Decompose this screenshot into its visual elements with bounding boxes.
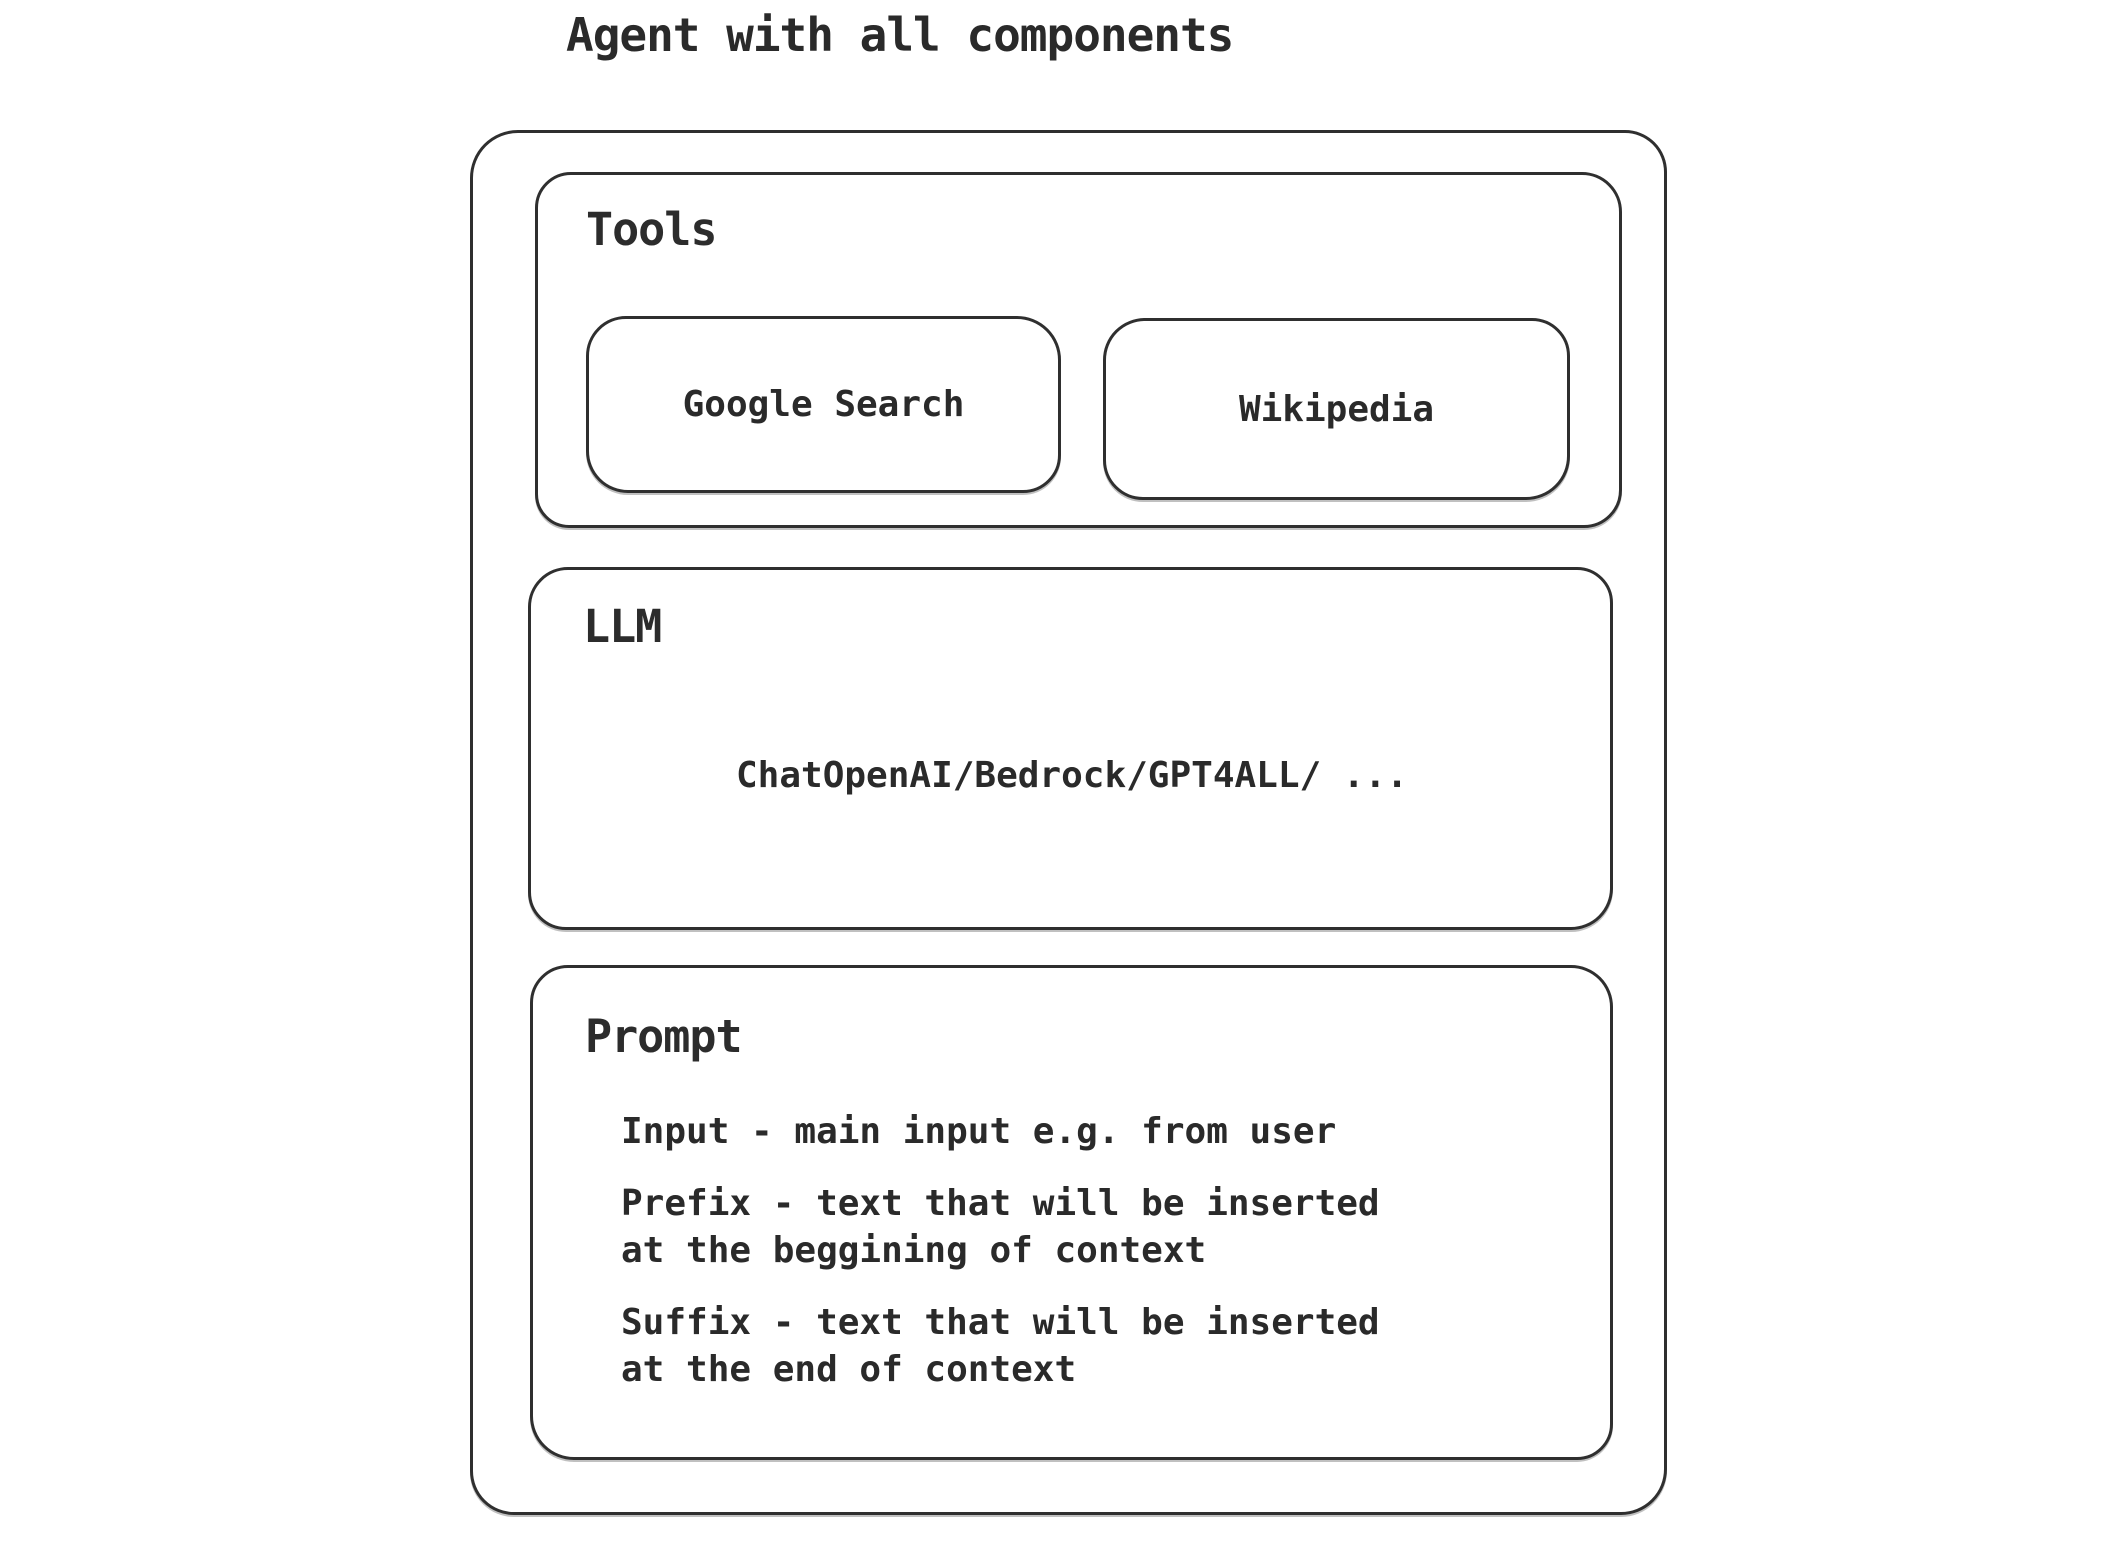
prompt-line: at the beggining of context bbox=[621, 1230, 1207, 1271]
llm-box: LLM ChatOpenAI/Bedrock/GPT4ALL/ ... bbox=[528, 567, 1613, 930]
tool-wikipedia-box: Wikipedia bbox=[1103, 318, 1570, 500]
prompt-entry-input: Input - main input e.g. from user bbox=[621, 1108, 1461, 1155]
prompt-label: Prompt bbox=[585, 1010, 743, 1063]
tools-box: Tools Google Search Wikipedia bbox=[535, 172, 1622, 528]
prompt-line: Input - main input e.g. from user bbox=[621, 1111, 1337, 1152]
diagram-title: Agent with all components bbox=[566, 8, 1234, 62]
prompt-entry-prefix: Prefix - text that will be inserted at t… bbox=[621, 1180, 1461, 1274]
tool-google-search-label: Google Search bbox=[682, 384, 965, 425]
tools-label: Tools bbox=[586, 203, 717, 256]
llm-label: LLM bbox=[583, 600, 662, 653]
prompt-line: Prefix - text that will be inserted bbox=[621, 1183, 1380, 1224]
llm-models-text: ChatOpenAI/Bedrock/GPT4ALL/ ... bbox=[736, 755, 1408, 796]
prompt-line: at the end of context bbox=[621, 1349, 1077, 1390]
tool-google-search-box: Google Search bbox=[586, 316, 1061, 493]
prompt-line: Suffix - text that will be inserted bbox=[621, 1302, 1380, 1343]
prompt-body: Input - main input e.g. from user Prefix… bbox=[621, 1108, 1461, 1418]
tool-wikipedia-label: Wikipedia bbox=[1238, 388, 1435, 430]
prompt-box: Prompt Input - main input e.g. from user… bbox=[530, 965, 1613, 1460]
prompt-entry-suffix: Suffix - text that will be inserted at t… bbox=[621, 1299, 1461, 1393]
